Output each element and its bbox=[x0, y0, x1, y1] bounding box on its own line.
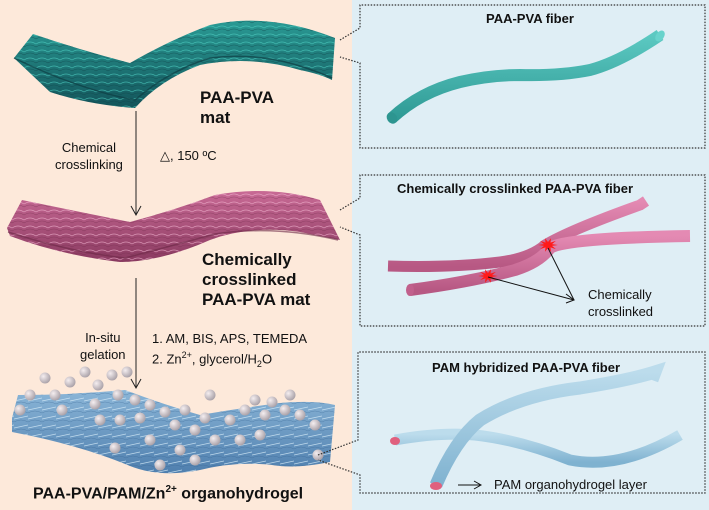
arrow-step1 bbox=[130, 111, 142, 217]
zn-ion-ball bbox=[294, 409, 306, 421]
step1-side-label: Chemical crosslinking bbox=[55, 139, 123, 173]
stage3-label-prefix: PAA-PVA/PAM/Zn bbox=[33, 485, 166, 503]
zn-ion-particles bbox=[14, 366, 324, 471]
stage2-label-line1: Chemically bbox=[202, 250, 292, 269]
reagents-h2-sub: 2 bbox=[256, 358, 262, 369]
step1-side-line2: crosslinking bbox=[55, 157, 123, 172]
zn-ion-ball bbox=[64, 376, 76, 388]
zn-ion-ball bbox=[279, 404, 291, 416]
arrow-step2 bbox=[130, 278, 142, 390]
zn-ion-ball bbox=[56, 404, 68, 416]
box2-annotation-line2: crosslinked bbox=[588, 304, 654, 319]
stage2-label-line3: PAA-PVA mat bbox=[202, 290, 311, 309]
reagents-line2: 2. Zn2+, glycerol/H2O bbox=[152, 347, 307, 373]
stage2-label-line2: crosslinked bbox=[202, 270, 297, 289]
step2-reagents: 1. AM, BIS, APS, TEMEDA 2. Zn2+, glycero… bbox=[152, 330, 307, 373]
reagents-zn-charge: 2+ bbox=[181, 350, 192, 360]
reagents-o: O bbox=[261, 351, 273, 367]
paa-pva-mat-illustration bbox=[13, 20, 335, 109]
zn-ion-ball bbox=[189, 454, 201, 466]
zn-ion-ball bbox=[254, 429, 266, 441]
callout-lines bbox=[317, 4, 706, 494]
zn-ion-ball bbox=[109, 442, 121, 454]
stage1-label: PAA-PVA mat bbox=[200, 88, 274, 128]
stage2-label: Chemically crosslinked PAA-PVA mat bbox=[202, 250, 310, 310]
pam-layer-core-icon bbox=[390, 437, 400, 445]
zn-ion-ball bbox=[189, 424, 201, 436]
step1-side-line1: Chemical bbox=[61, 140, 117, 155]
zn-ion-ball bbox=[209, 434, 221, 446]
zn-ion-ball bbox=[39, 372, 51, 384]
stage1-label-line1: PAA-PVA bbox=[200, 88, 274, 107]
stage3-label: PAA-PVA/PAM/Zn2+ organohydrogel bbox=[33, 484, 303, 503]
zn-ion-ball bbox=[129, 394, 141, 406]
box3-annotation: PAM organohydrogel layer bbox=[494, 477, 647, 492]
zn-ion-ball bbox=[79, 366, 91, 378]
crosslink-point-icon bbox=[538, 238, 558, 252]
paa-pva-fiber-illustration bbox=[386, 30, 665, 124]
crosslinked-fiber-illustration bbox=[387, 196, 691, 304]
zn-ion-ball bbox=[239, 404, 251, 416]
zn-ion-ball bbox=[144, 434, 156, 446]
crosslinked-mat-illustration bbox=[7, 191, 340, 262]
zn-ion-ball bbox=[199, 412, 211, 424]
zn-ion-ball bbox=[14, 404, 26, 416]
reagents-zn: 2. Zn bbox=[152, 351, 182, 367]
step1-condition: △, 150 ºC bbox=[160, 148, 217, 163]
zn-ion-ball bbox=[106, 369, 118, 381]
zn-ion-ball bbox=[144, 399, 156, 411]
zn-ion-ball bbox=[174, 444, 186, 456]
zn-ion-ball bbox=[89, 398, 101, 410]
stage1-label-line2: mat bbox=[200, 108, 231, 127]
organohydrogel-illustration bbox=[12, 366, 335, 474]
zn-ion-ball bbox=[309, 419, 321, 431]
stage3-label-sup: 2+ bbox=[165, 484, 177, 495]
box1-title: PAA-PVA fiber bbox=[486, 11, 574, 26]
zn-ion-ball bbox=[94, 414, 106, 426]
step2-side-label: In-situ gelation bbox=[80, 329, 126, 363]
step2-side-line1: In-situ bbox=[85, 330, 121, 345]
zn-ion-ball bbox=[49, 389, 61, 401]
box2-annotation: Chemically crosslinked bbox=[588, 286, 653, 320]
zn-ion-ball bbox=[266, 396, 278, 408]
zn-ion-ball bbox=[114, 414, 126, 426]
box3-title: PAM hybridized PAA-PVA fiber bbox=[432, 360, 621, 375]
zn-ion-ball bbox=[112, 389, 124, 401]
stage3-label-suffix: organohydrogel bbox=[176, 485, 304, 503]
box2-annotation-line1: Chemically bbox=[588, 287, 652, 302]
pam-layer-core-icon bbox=[430, 482, 442, 490]
zn-ion-ball bbox=[284, 389, 296, 401]
zn-ion-ball bbox=[92, 379, 104, 391]
zn-ion-ball bbox=[24, 389, 36, 401]
zn-ion-ball bbox=[159, 406, 171, 418]
zn-ion-ball bbox=[154, 459, 166, 471]
zn-ion-ball bbox=[179, 404, 191, 416]
zn-ion-ball bbox=[249, 394, 261, 406]
box2-title: Chemically crosslinked PAA-PVA fiber bbox=[397, 181, 633, 196]
step2-side-line2: gelation bbox=[80, 347, 126, 362]
reagents-line1: 1. AM, BIS, APS, TEMEDA bbox=[152, 331, 308, 346]
zn-ion-ball bbox=[169, 419, 181, 431]
zn-ion-ball bbox=[234, 434, 246, 446]
reagents-glycerol: , glycerol/H bbox=[191, 351, 257, 367]
zn-ion-ball bbox=[121, 366, 133, 378]
zn-ion-ball bbox=[224, 414, 236, 426]
crosslink-point-icon bbox=[478, 269, 498, 283]
zn-ion-ball bbox=[259, 409, 271, 421]
pam-hybridized-fiber-illustration bbox=[390, 361, 683, 490]
zn-ion-ball bbox=[204, 389, 216, 401]
zn-ion-ball bbox=[134, 412, 146, 424]
